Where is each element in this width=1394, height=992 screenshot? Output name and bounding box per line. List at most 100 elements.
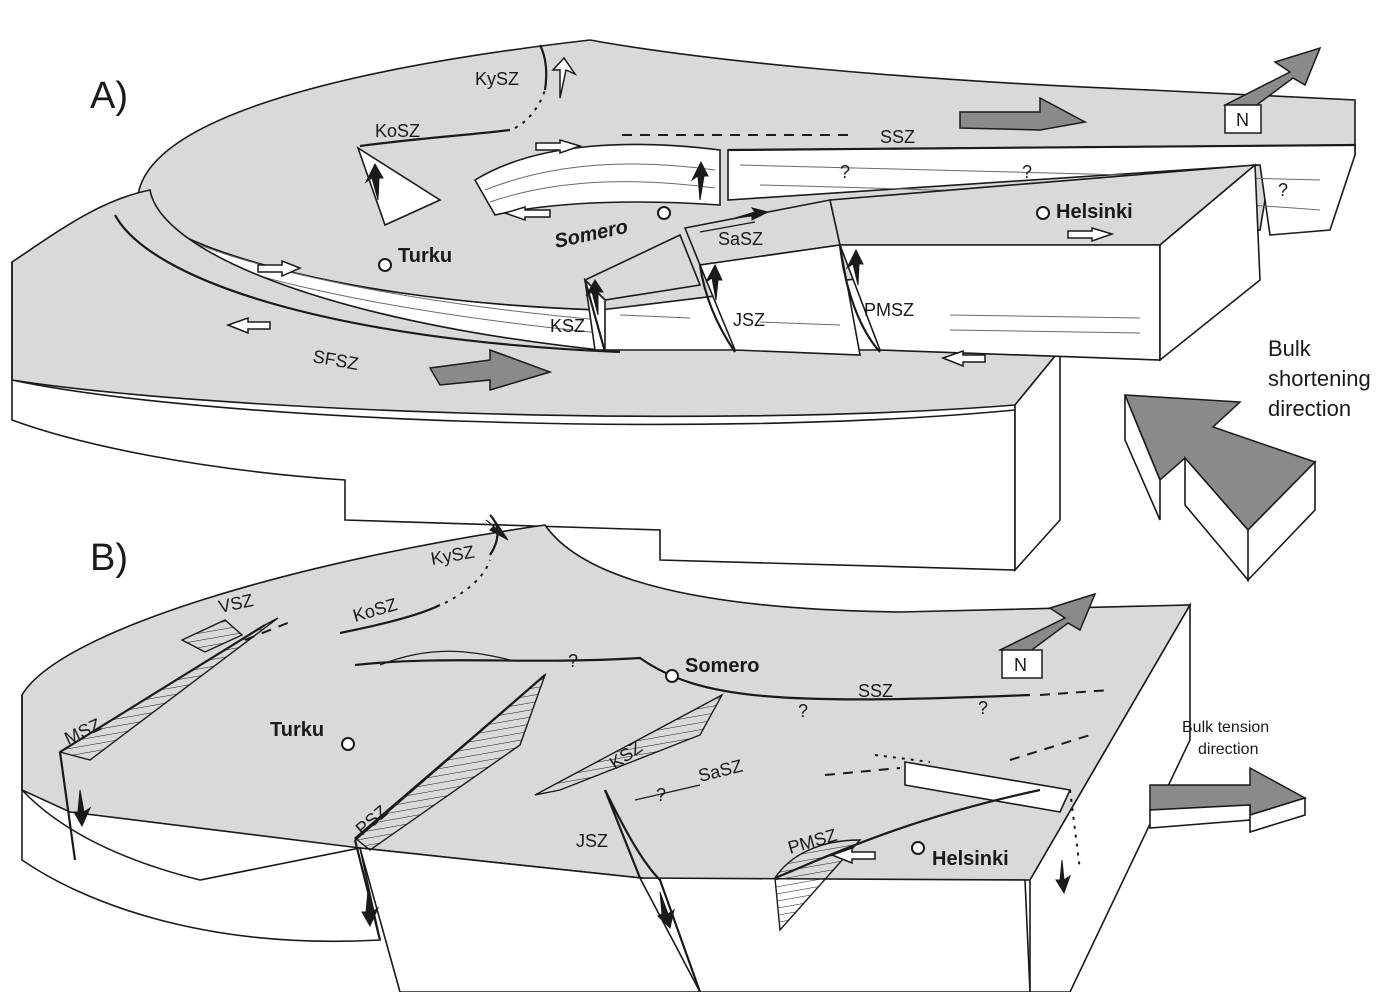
panel-b-kosz-dotted (444, 559, 491, 604)
panel-a-city-helsinki: Helsinki (1056, 201, 1133, 223)
panel-b-city-turku: Turku (270, 719, 324, 741)
panel-a-kosz-dotted (514, 89, 546, 129)
bulk-shortening-line-2: shortening (1268, 366, 1371, 391)
panel-b-label-jsz: JSZ (576, 831, 608, 851)
panel-b-north-box (1001, 649, 1043, 679)
panel-a-kysz-trace (539, 44, 548, 91)
panel-b-arrow-kysz (485, 519, 509, 541)
bulk-tension-arrow-side (1149, 796, 1306, 834)
panel-a-ssz-block-side (727, 144, 1356, 236)
panel-a-pmsz-trace (838, 244, 881, 353)
panel-b-ssz-trace (354, 656, 1031, 701)
panel-a-layers-blocks (619, 314, 1141, 334)
panel-b-kosz-trace (339, 604, 441, 635)
panel-a-label-kysz: KySZ (475, 69, 519, 89)
bulk-shortening-line-3: direction (1268, 396, 1351, 421)
panel-b-msz-trace (58, 624, 266, 861)
panel-b-label-ssz: SSZ (858, 681, 893, 701)
panel-a-unknown-1: ? (840, 162, 850, 182)
bulk-shortening-line-1: Bulk (1268, 336, 1312, 361)
panel-b-top (21, 524, 1192, 881)
panel-a-arrow-jsz (705, 263, 723, 301)
panel-b-helsinki-marker (911, 841, 925, 855)
panel-b-sasz-trace (634, 784, 701, 801)
panel-b-unknown-1: ? (568, 651, 578, 671)
panel-a-arrow-inner-top (535, 138, 583, 155)
panel-b-front-jsz (638, 877, 1031, 992)
panel-a-arrow-kysz (551, 56, 578, 99)
panel-a-ssz-trace (727, 143, 1356, 152)
panel-a-sfsz-trace (114, 214, 621, 354)
panel-b-front-psz (358, 847, 701, 992)
panel-b: B) (21, 514, 1307, 992)
panel-a-unknown-3: ? (1278, 180, 1288, 200)
panel-b-front (21, 695, 381, 943)
panel-b-pmsz-trace (774, 788, 1041, 880)
panel-b-east-dashed (824, 734, 1091, 776)
panel-a-inner-cut (473, 143, 721, 216)
panel-b-pmsz-plane (774, 839, 862, 932)
panel-b-city-somero: Somero (685, 655, 759, 677)
panel-a: A) (11, 39, 1371, 583)
panel-b-ksz-plane (534, 693, 724, 796)
panel-a-turku-marker (378, 258, 392, 272)
panel-a-label-kosz: KoSZ (375, 121, 420, 141)
panel-a-right-side (1014, 347, 1061, 573)
panel-a-north-label: N (1236, 110, 1249, 130)
panel-b-arrow-psz (361, 889, 380, 928)
bulk-tension-line-1: Bulk tension (1182, 719, 1269, 736)
panel-b-right-side (1029, 602, 1191, 992)
panel-a-arrow-sasz (734, 207, 770, 221)
panel-a-arrow-inner-up (690, 160, 709, 201)
panel-a-arrow-inner-bottom (502, 205, 551, 222)
panel-b-helsinki-dotted (874, 754, 1081, 871)
panel-a-kosz-trace (359, 128, 511, 148)
panel-a-label-pmsz: PMSZ (864, 300, 914, 320)
panel-a-letter: A) (90, 75, 128, 117)
panel-a-wedge-jsz-side (698, 244, 861, 356)
panel-b-graben (904, 761, 1072, 813)
panel-b-ssz-dashed (1039, 689, 1111, 696)
panel-a-label-jsz: JSZ (733, 310, 765, 330)
panel-a-label-ksz: KSZ (550, 316, 585, 336)
panel-b-city-helsinki: Helsinki (932, 848, 1009, 870)
panel-a-jsz-trace (698, 264, 736, 353)
panel-b-north-label: N (1014, 655, 1027, 675)
bulk-shortening-arrow-side (1124, 394, 1316, 583)
panel-a-arrow-kosz (364, 162, 384, 201)
panel-b-letter: B) (90, 537, 128, 579)
panel-a-unknown-2: ? (1022, 162, 1032, 182)
panel-a-helsinki-marker (1036, 206, 1050, 220)
panel-a-arrow-ksz (585, 279, 604, 316)
bulk-tension-line-2: direction (1198, 741, 1258, 758)
panel-a-arrow-sfsz-grey (428, 348, 553, 392)
panel-b-unknown-4: ? (656, 785, 666, 805)
panel-a-label-sasz: SaSZ (718, 229, 763, 249)
panel-b-unknown-2: ? (798, 701, 808, 721)
panel-a-outer-side (11, 262, 1016, 571)
panel-a-north-box (1224, 104, 1262, 134)
panel-b-arrow-helsinki-down (1055, 859, 1071, 895)
panel-a-helsinki-end (1159, 163, 1261, 362)
panel-a-label-ssz: SSZ (880, 127, 915, 147)
panel-b-vsz-plane (180, 619, 244, 653)
panel-a-sasz-trace (699, 221, 756, 233)
panel-b-somero-marker (665, 669, 679, 683)
panel-a-somero-marker (657, 206, 671, 220)
panel-b-turku-marker (341, 737, 355, 751)
panel-a-arrow-ssz-grey (959, 96, 1088, 131)
panel-b-arrow-ksz (657, 891, 675, 929)
panel-a-city-turku: Turku (398, 245, 452, 267)
panel-b-unknown-3: ? (978, 698, 988, 718)
panel-a-arrow-right-front (940, 349, 986, 368)
panel-a-kosz-cut (356, 146, 442, 227)
panel-a-arrow-pmsz (845, 248, 864, 286)
panel-b-jsz-trace (603, 789, 642, 879)
panel-a-arrow-helsinki (1067, 226, 1115, 243)
panel-b-somero-arc (379, 650, 511, 666)
panel-b-vsz-dashed (244, 619, 296, 641)
panel-a-arrow-fan (257, 259, 302, 278)
panel-a-arrow-sfsz-left (225, 316, 271, 335)
panel-b-arrow-pmsz (829, 846, 876, 865)
